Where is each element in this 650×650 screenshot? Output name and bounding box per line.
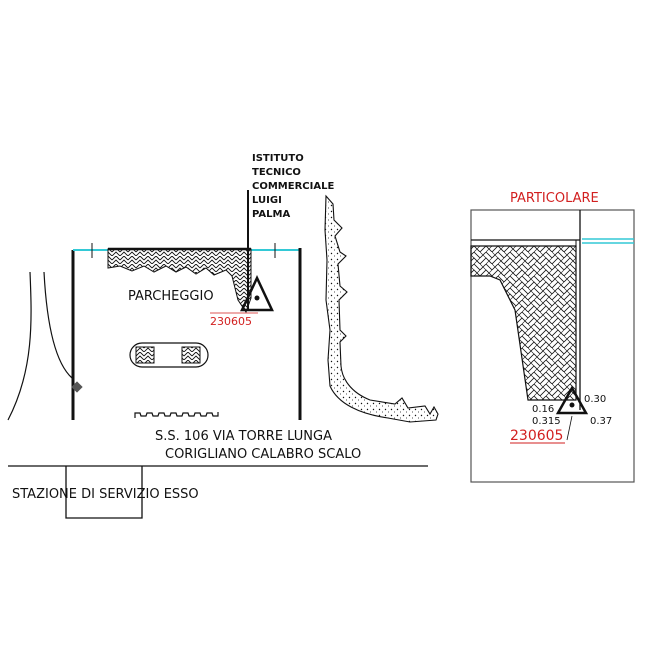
- detail-panel: PARTICOLARE 0.16 0.315 0.30 0.37 230605: [470, 191, 635, 483]
- detail-frame: [470, 209, 635, 483]
- detail-hatched-wall: [470, 245, 577, 401]
- point-code-label: 230605: [210, 315, 252, 328]
- road-label-line-2: CORIGLIANO CALABRO SCALO: [165, 447, 361, 462]
- parcheggio-label: PARCHEGGIO: [128, 289, 214, 304]
- istituto-label-line-2: TECNICO: [252, 167, 301, 178]
- detail-leader-line: [566, 415, 573, 441]
- detail-dim-2: 0.315: [532, 416, 561, 427]
- detail-survey-marker-icon: [555, 385, 589, 415]
- island-box-left: [135, 346, 155, 364]
- istituto-label-line-3: COMMERCIALE: [252, 181, 334, 192]
- stazione-label: STAZIONE DI SERVIZIO ESSO: [12, 487, 199, 502]
- island-box-right: [181, 346, 201, 364]
- parking-island: [129, 342, 209, 368]
- detail-dim-4: 0.37: [590, 416, 612, 427]
- istituto-label-line-5: PALMA: [252, 209, 290, 220]
- left-road-curve-inner: [43, 271, 73, 379]
- detail-point-code: 230605: [510, 428, 563, 444]
- istituto-label-line-4: LUIGI: [252, 195, 282, 206]
- curved-dotted-wall: [324, 194, 439, 423]
- hatched-wall: [107, 248, 252, 314]
- istituto-label-line-1: ISTITUTO: [252, 153, 304, 164]
- service-station-outline: [65, 466, 143, 519]
- toothed-barrier: [134, 412, 219, 418]
- survey-marker-triangle-icon: [240, 275, 274, 312]
- detail-title: PARTICOLARE: [510, 191, 599, 206]
- detail-dim-1: 0.16: [532, 404, 554, 415]
- road-label-line-1: S.S. 106 VIA TORRE LUNGA: [155, 429, 332, 444]
- left-road-curve-outer: [7, 271, 32, 421]
- detail-dim-3: 0.30: [584, 394, 606, 405]
